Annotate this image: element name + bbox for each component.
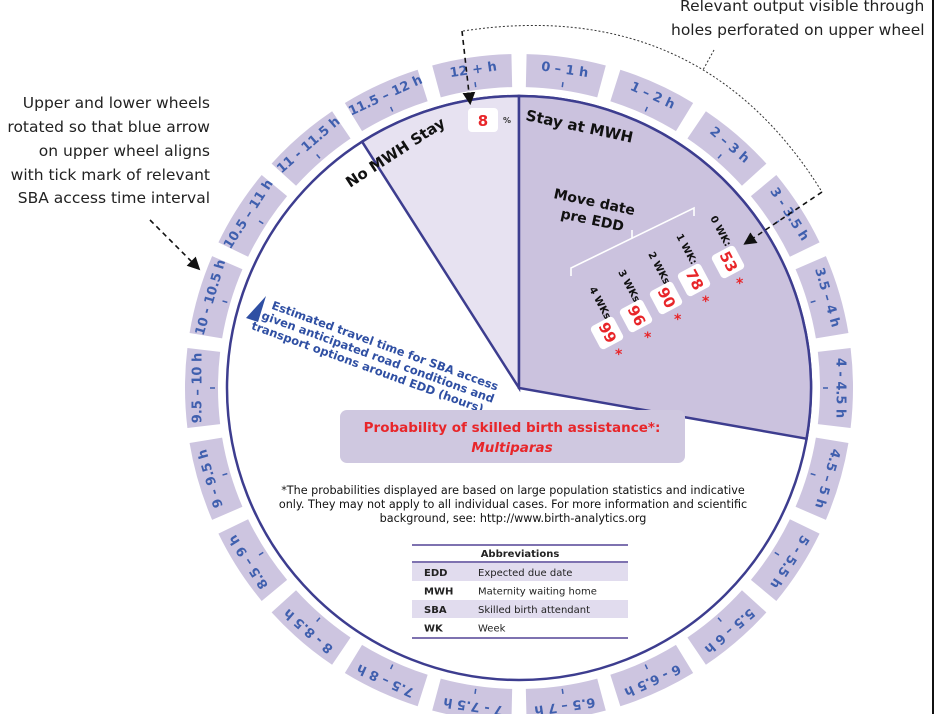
week-asterisk: * [702, 294, 710, 310]
week-value-item: 1 WK:78* [673, 232, 711, 310]
right-dashed-arrow [743, 191, 823, 245]
no-mwh-value: 8 [478, 112, 488, 130]
time-interval-label: 12 + h [449, 59, 498, 81]
stay-mwh-sector [517, 94, 813, 441]
tick-mark [316, 617, 321, 623]
tick-mark [389, 664, 394, 670]
week-asterisk: * [736, 276, 744, 292]
tick-mark [474, 82, 477, 88]
abbr-code: EDD [424, 568, 447, 579]
abbr-title: Abbreviations [481, 549, 560, 560]
svg-text:rotated so that blue arrow: rotated so that blue arrow [7, 118, 210, 136]
svg-text:Relevant output visible throug: Relevant output visible through [680, 0, 924, 15]
time-interval-label: 4 - 4.5 h [833, 358, 848, 418]
abbr-code: MWH [424, 587, 453, 598]
time-interval-tab[interactable]: 6.5 – 7 h [525, 678, 606, 714]
tick-mark [644, 106, 649, 112]
abbr-meaning: Expected due date [478, 568, 572, 579]
title-line-2: Multiparas [471, 440, 552, 456]
tick-mark [474, 688, 477, 694]
dotted-bracket-arc [462, 25, 823, 193]
footnote-line-3: background, see: http://www.birth-analyt… [380, 512, 647, 525]
time-interval-tab[interactable]: 7 - 7.5 h [432, 678, 513, 714]
abbr-code: WK [424, 624, 444, 635]
week-value-box [649, 281, 683, 315]
week-asterisk: * [615, 347, 623, 363]
abbr-meaning: Week [478, 624, 506, 635]
time-interval-tab[interactable]: 4 - 4.5 h [817, 347, 854, 429]
svg-text:with tick mark of relevant: with tick mark of relevant [11, 166, 210, 184]
footnote-line-1: *The probabilities displayed are based o… [281, 484, 745, 497]
time-interval-tab[interactable]: 12 + h [432, 54, 513, 98]
top-right-annotation: Relevant output visible through holes pe… [671, 0, 925, 39]
tick-mark [258, 220, 264, 225]
week-value-box [677, 263, 711, 297]
tick-mark [561, 688, 564, 694]
weeks-bracket [570, 206, 695, 276]
tick-mark [222, 472, 228, 476]
no-mwh-sector [360, 94, 521, 393]
week-value-box [711, 245, 745, 279]
svg-text:holes perforated on upper whee: holes perforated on upper wheel [671, 21, 925, 39]
tick-mark [810, 472, 816, 476]
tick-mark [717, 617, 722, 623]
abbr-code: SBA [424, 605, 447, 616]
time-interval-tab[interactable]: 9.5 – 10 h [184, 347, 221, 429]
title-line-1: Probability of skilled birth assistance*… [364, 420, 661, 436]
week-value-box [590, 316, 624, 350]
abbr-meaning: Skilled birth attendant [478, 605, 590, 616]
tick-mark [561, 82, 564, 88]
time-interval-tab[interactable]: 1 – 2 h [610, 69, 694, 132]
tick-mark [222, 300, 228, 304]
time-interval-tab[interactable]: 3.5 – 4 h [795, 256, 849, 339]
week-asterisk: * [644, 330, 652, 346]
dotted-bracket-tick [702, 49, 715, 71]
blue-arrow-icon [246, 296, 266, 322]
tick-mark [316, 153, 321, 159]
svg-text:on upper wheel aligns: on upper wheel aligns [39, 142, 210, 160]
no-mwh-unit: % [503, 116, 511, 125]
abbr-meaning: Maternity waiting home [478, 587, 597, 598]
tick-mark [644, 664, 649, 670]
week-value-box [619, 299, 653, 333]
tick-mark [717, 153, 722, 159]
tick-mark [389, 106, 394, 112]
tick-mark [774, 551, 780, 556]
left-annotation: Upper and lower wheels rotated so that b… [7, 94, 210, 207]
time-interval-label: 0 – 1 h [540, 59, 589, 81]
no-mwh-value-box [468, 108, 498, 132]
time-interval-label: 9.5 – 10 h [191, 353, 206, 423]
tick-mark [258, 551, 264, 556]
svg-text:SBA access time interval: SBA access time interval [18, 189, 210, 207]
tick-mark [810, 300, 816, 304]
time-interval-tab[interactable]: 9 - 9.5 h [189, 437, 243, 520]
time-interval-tab[interactable]: 0 – 1 h [525, 54, 606, 98]
title-box [340, 410, 685, 463]
footnote-line-2: only. They may not apply to all individu… [279, 498, 747, 511]
top-dashed-arrow [461, 30, 476, 106]
svg-text:Upper and lower wheels: Upper and lower wheels [23, 94, 210, 112]
week-asterisk: * [674, 312, 682, 328]
left-dashed-arrow [149, 219, 201, 271]
